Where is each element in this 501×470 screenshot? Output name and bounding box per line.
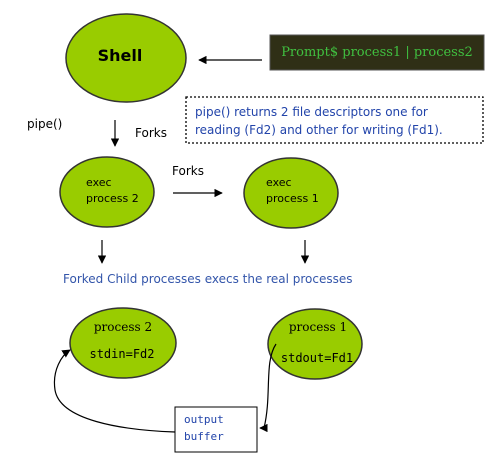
buffer-line2: buffer — [184, 430, 224, 443]
output-buffer-box: output buffer — [174, 406, 258, 453]
exec-right-line2: process 1 — [266, 192, 319, 205]
process1-name: process 1 — [289, 320, 347, 334]
buffer-to-stdin-curve — [53, 349, 176, 433]
prompt-text: Prompt$ process1 | process2 — [281, 45, 473, 60]
process2-name: process 2 — [94, 320, 152, 334]
shell-node: Shell — [65, 13, 187, 103]
pipe-note-line2: reading (Fd2) and other for writing (Fd1… — [195, 123, 443, 137]
buffer-line1: output — [184, 413, 224, 426]
caption: Forked Child processes execs the real pr… — [63, 272, 353, 286]
exec-left-line1: exec — [86, 176, 112, 189]
forks-down-label: Forks — [135, 126, 167, 140]
pipe-note-box: pipe() returns 2 file descriptors one fo… — [185, 96, 484, 144]
exec-left-line2: process 2 — [86, 192, 139, 205]
process1-node: process 1 stdout=Fd1 — [267, 308, 363, 380]
exec-process1-node: exec process 1 — [243, 157, 339, 229]
shell-title: Shell — [98, 46, 143, 65]
exec-process2-node: exec process 2 — [59, 156, 155, 228]
pipe-call-label: pipe() — [27, 117, 62, 131]
process2-fd: stdin=Fd2 — [89, 347, 154, 361]
prompt-box: Prompt$ process1 | process2 — [269, 34, 485, 71]
forks-right-label: Forks — [172, 164, 204, 178]
stdout-to-buffer-curve — [259, 343, 277, 433]
process1-fd: stdout=Fd1 — [281, 351, 353, 365]
process2-node: process 2 stdin=Fd2 — [69, 307, 177, 379]
exec-right-line1: exec — [266, 176, 292, 189]
pipe-note-line1: pipe() returns 2 file descriptors one fo… — [195, 105, 428, 119]
